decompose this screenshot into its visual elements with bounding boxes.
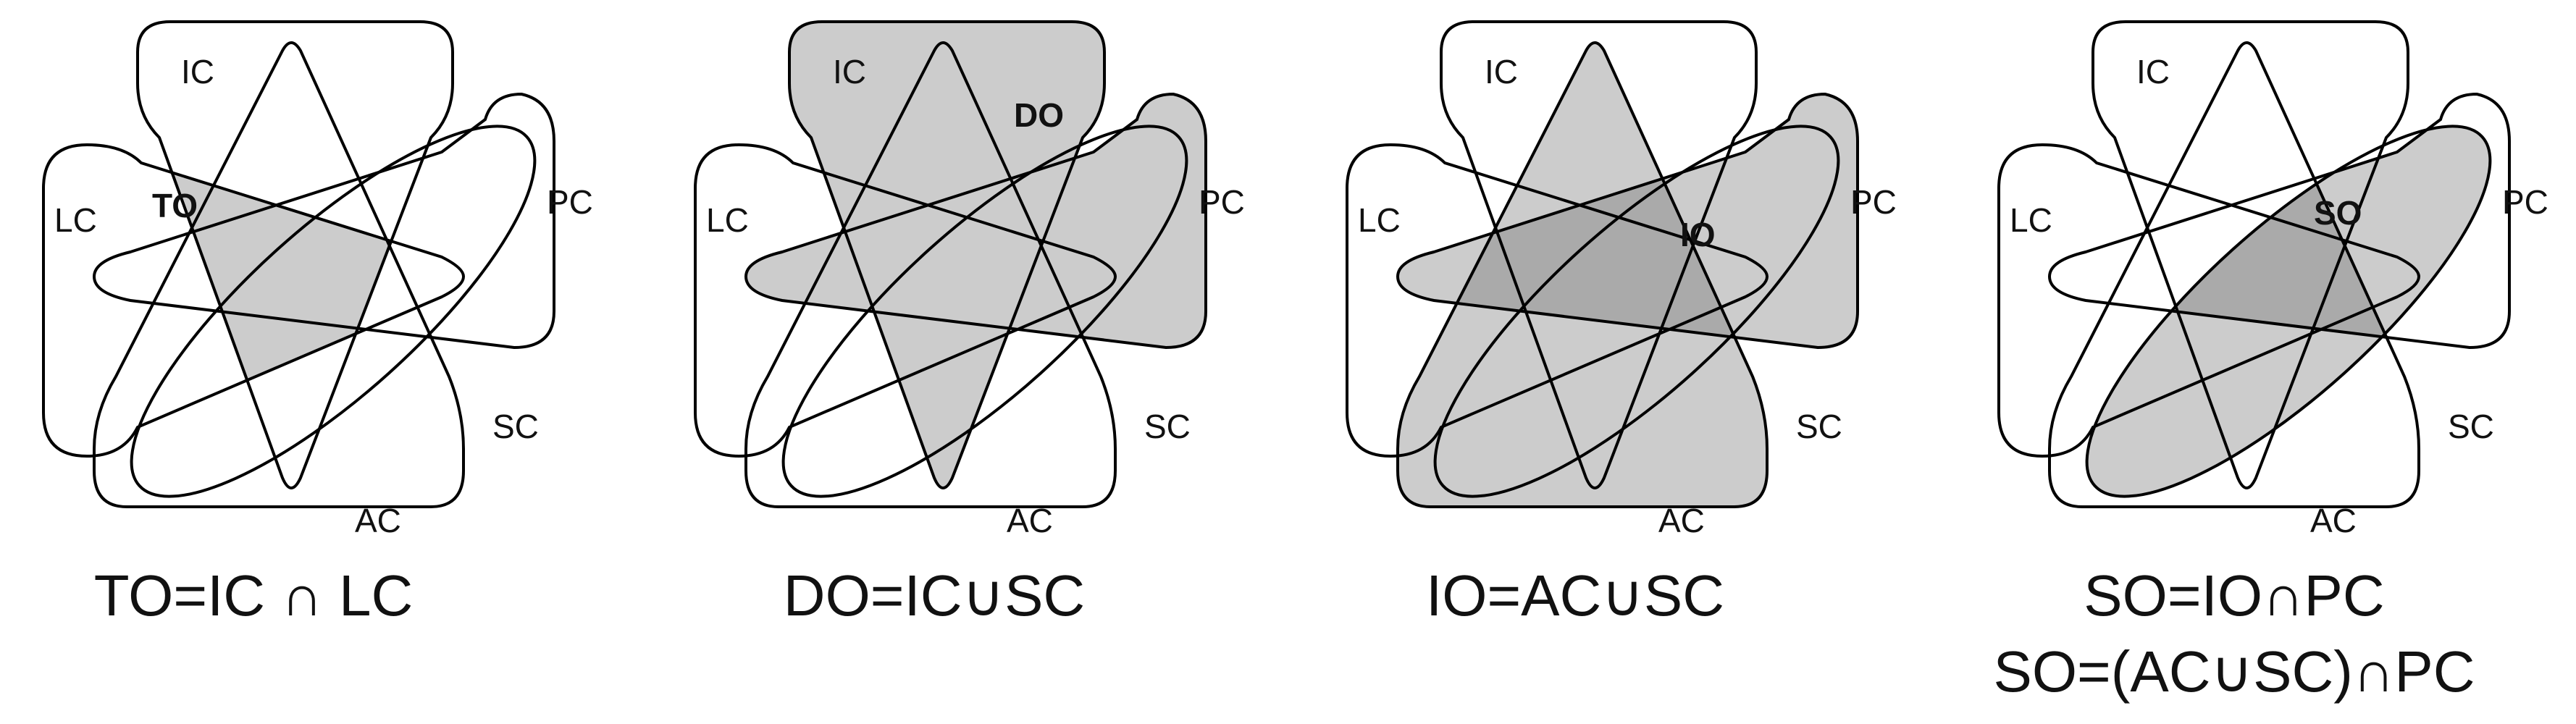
set-sc-outline	[93, 41, 465, 508]
set-label-ic: IC	[833, 53, 866, 90]
set-outlines	[694, 20, 1207, 508]
shaded-region	[2050, 75, 2509, 507]
set-label-lc: LC	[2010, 201, 2052, 239]
formula-4-1: SO=IO∩PC	[2084, 563, 2384, 628]
set-label-sc: SC	[492, 408, 539, 445]
venn-panel-2: IC LC PC SC AC DO	[694, 20, 1245, 539]
set-label-pc: PC	[1199, 183, 1245, 221]
set-ac-outline	[1433, 125, 1840, 498]
set-sc-outline	[2048, 41, 2420, 508]
set-label-pc: PC	[2502, 183, 2548, 221]
set-label-ac: AC	[355, 502, 401, 539]
set-outlines	[1997, 20, 2511, 508]
set-label-pc: PC	[547, 183, 593, 221]
set-label-lc: LC	[54, 201, 97, 239]
result-label: DO	[1014, 96, 1064, 134]
formula-1-1: TO=IC ∩ LC	[94, 563, 414, 628]
set-outlines	[1346, 20, 1859, 508]
shaded-region	[138, 145, 453, 456]
result-label: SO	[2314, 194, 2362, 232]
set-pc-outline	[744, 92, 1207, 350]
set-label-ac: AC	[1007, 502, 1053, 539]
set-ic-outline	[788, 20, 1106, 489]
set-lc-outline	[694, 143, 1117, 458]
set-lc-outline	[42, 143, 466, 458]
set-label-sc: SC	[1796, 408, 1842, 445]
set-pc-outline	[2047, 92, 2511, 350]
set-label-ic: IC	[181, 53, 214, 90]
set-ic-outline	[1440, 20, 1758, 489]
set-label-lc: LC	[1358, 201, 1401, 239]
set-ac-outline	[130, 125, 537, 498]
set-label-ic: IC	[1485, 53, 1518, 90]
venn-panel-1: IC LC PC SC AC TO	[42, 20, 593, 539]
set-label-sc: SC	[1144, 408, 1191, 445]
set-label-ac: AC	[2310, 502, 2357, 539]
shaded-region	[1398, 43, 1858, 507]
set-lc-outline	[1346, 143, 1769, 458]
formula-3-1: IO=AC∪SC	[1426, 563, 1724, 628]
set-sc-outline	[744, 41, 1117, 508]
formula-2-1: DO=IC∪SC	[784, 563, 1085, 628]
result-label: IO	[1680, 216, 1716, 253]
formula-4-2: SO=(AC∪SC)∩PC	[1993, 639, 2475, 704]
result-label: TO	[152, 187, 198, 224]
set-lc-outline	[1997, 143, 2421, 458]
set-ac-outline	[781, 125, 1188, 498]
set-ic-outline	[136, 20, 454, 489]
set-ic-outline	[2092, 20, 2409, 489]
set-outlines	[42, 20, 555, 508]
set-pc-outline	[1396, 92, 1859, 350]
set-label-ac: AC	[1658, 502, 1705, 539]
set-label-ic: IC	[2136, 53, 2170, 90]
set-label-sc: SC	[2448, 408, 2494, 445]
set-label-lc: LC	[706, 201, 749, 239]
set-ac-outline	[2085, 125, 2492, 498]
venn-panel-3: IC LC PC SC AC IO	[1346, 20, 1897, 539]
venn-panel-4: IC LC PC SC AC SO	[1997, 20, 2548, 539]
set-label-pc: PC	[1850, 183, 1897, 221]
set-pc-outline	[92, 92, 555, 350]
set-sc-outline	[1396, 41, 1769, 508]
